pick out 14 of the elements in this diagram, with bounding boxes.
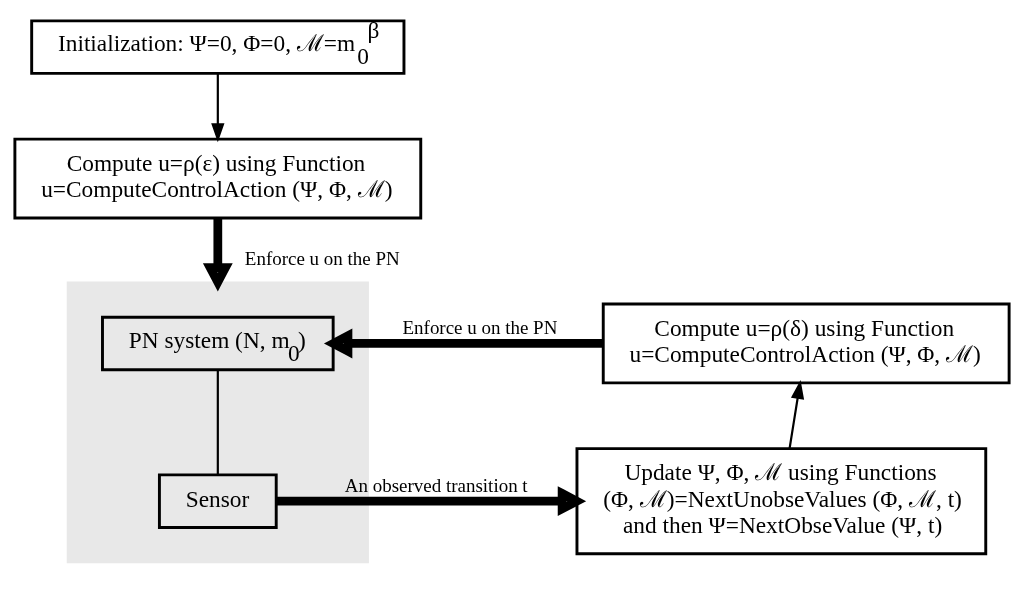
node-box: Compute u=ρ(δ) using Function u=ComputeControlAction (Ψ, Φ, ℳ) [601, 302, 1011, 384]
node-box: Update Ψ, Φ, ℳ using Functions (Φ, ℳ)=NextUnobseValues (Φ, ℳ, t) and then Ψ=NextObseValue (Ψ, t) [575, 446, 987, 555]
arrow [210, 73, 224, 142]
edge-label: An observed transition t [344, 474, 528, 496]
cluster [66, 280, 369, 563]
arrow [788, 379, 804, 449]
arrow [276, 485, 586, 516]
edge-label: Enforce u on the PN [244, 247, 400, 269]
node-box: Sensor [157, 472, 278, 529]
edge-label: Enforce u on the PN [402, 316, 557, 338]
node-box: Compute u=ρ(ε) using Function u=ComputeControlAction (Ψ, Φ, ℳ) [12, 137, 422, 219]
connector [216, 369, 219, 474]
arrow [323, 328, 603, 358]
arrow [202, 217, 233, 292]
